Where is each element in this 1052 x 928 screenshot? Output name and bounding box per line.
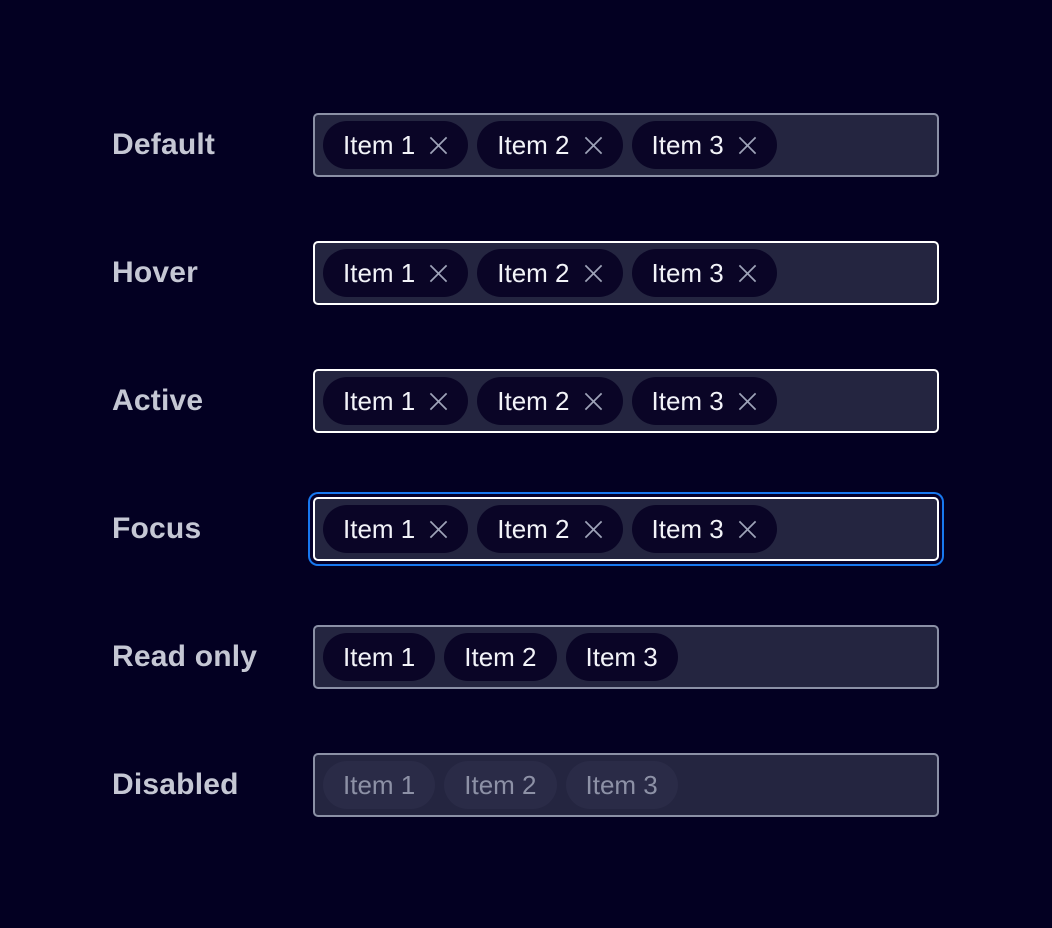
state-row-default: Default Item 1 Item 2 Item 3: [0, 113, 1052, 177]
chip-label: Item 3: [651, 258, 724, 288]
chip-label: Item 2: [464, 770, 537, 800]
chip-input-active[interactable]: Item 1 Item 2 Item 3: [313, 369, 939, 433]
chip: Item 3: [565, 633, 678, 681]
state-row-hover: Hover Item 1 Item 2 Item 3: [0, 241, 1052, 305]
close-icon[interactable]: [429, 136, 448, 155]
state-label-focus: Focus: [112, 512, 202, 545]
chip-input-readonly[interactable]: Item 1 Item 2 Item 3: [313, 625, 939, 689]
chip-label: Item 2: [497, 514, 570, 544]
chip-label: Item 2: [464, 642, 537, 672]
chip[interactable]: Item 1: [323, 249, 469, 297]
chip[interactable]: Item 1: [323, 505, 469, 553]
close-icon[interactable]: [738, 136, 757, 155]
chip[interactable]: Item 3: [631, 249, 777, 297]
chip[interactable]: Item 1: [323, 121, 469, 169]
chip[interactable]: Item 2: [477, 249, 623, 297]
chip-label: Item 1: [343, 386, 416, 416]
state-row-focus: Focus Item 1 Item 2 Item 3: [0, 497, 1052, 561]
chip-label: Item 1: [343, 258, 416, 288]
chip-input-focus[interactable]: Item 1 Item 2 Item 3: [313, 497, 939, 561]
chip-label: Item 2: [497, 386, 570, 416]
state-label-hover: Hover: [112, 256, 199, 289]
chip-label: Item 1: [343, 642, 416, 672]
chip: Item 2: [444, 633, 557, 681]
chip: Item 2: [444, 761, 557, 809]
close-icon[interactable]: [429, 520, 448, 539]
chip[interactable]: Item 2: [477, 121, 623, 169]
chip[interactable]: Item 3: [631, 377, 777, 425]
chip[interactable]: Item 2: [477, 377, 623, 425]
close-icon[interactable]: [738, 392, 757, 411]
chip[interactable]: Item 2: [477, 505, 623, 553]
close-icon[interactable]: [584, 392, 603, 411]
chip: Item 1: [323, 761, 436, 809]
chip-label: Item 1: [343, 130, 416, 160]
close-icon[interactable]: [584, 520, 603, 539]
chip-label: Item 2: [497, 258, 570, 288]
state-row-readonly: Read only Item 1 Item 2 Item 3: [0, 625, 1052, 689]
chip-label: Item 1: [343, 514, 416, 544]
chip[interactable]: Item 3: [631, 121, 777, 169]
chip: Item 3: [565, 761, 678, 809]
chip-label: Item 3: [651, 386, 724, 416]
chip[interactable]: Item 3: [631, 505, 777, 553]
chip-input-default[interactable]: Item 1 Item 2 Item 3: [313, 113, 939, 177]
close-icon[interactable]: [429, 264, 448, 283]
close-icon[interactable]: [738, 264, 757, 283]
state-label-default: Default: [112, 128, 216, 161]
chip-label: Item 2: [497, 130, 570, 160]
chip: Item 1: [323, 633, 436, 681]
close-icon[interactable]: [584, 264, 603, 283]
state-label-disabled: Disabled: [112, 768, 239, 801]
state-label-active: Active: [112, 384, 204, 417]
chip[interactable]: Item 1: [323, 377, 469, 425]
chip-label: Item 3: [585, 770, 658, 800]
state-row-active: Active Item 1 Item 2 Item 3: [0, 369, 1052, 433]
close-icon[interactable]: [429, 392, 448, 411]
chip-label: Item 3: [585, 642, 658, 672]
chip-label: Item 3: [651, 514, 724, 544]
chip-label: Item 3: [651, 130, 724, 160]
state-label-readonly: Read only: [112, 640, 258, 673]
close-icon[interactable]: [738, 520, 757, 539]
close-icon[interactable]: [584, 136, 603, 155]
chip-label: Item 1: [343, 770, 416, 800]
state-row-disabled: Disabled Item 1 Item 2 Item 3: [0, 753, 1052, 817]
chip-input-hover[interactable]: Item 1 Item 2 Item 3: [313, 241, 939, 305]
chip-input-disabled: Item 1 Item 2 Item 3: [313, 753, 939, 817]
